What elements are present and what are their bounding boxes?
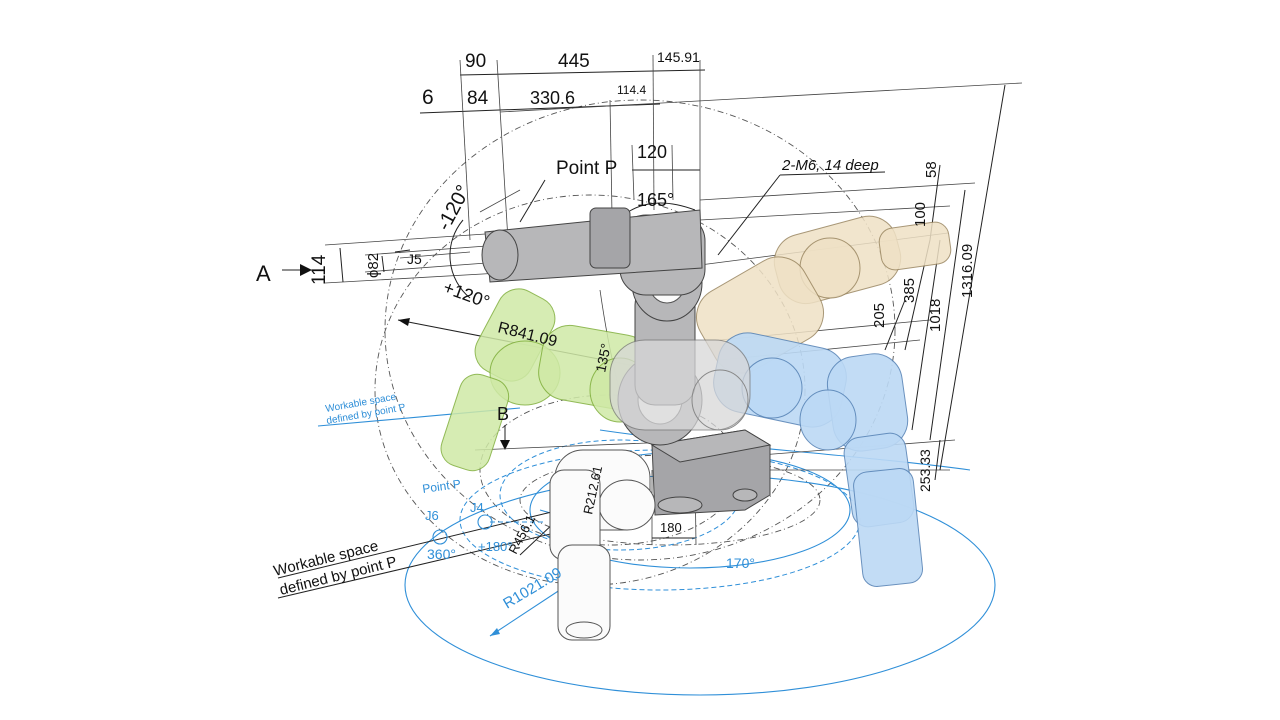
dim-385: 385 bbox=[901, 278, 918, 303]
point-p-label: Point P bbox=[556, 158, 617, 179]
joint-markers bbox=[432, 514, 545, 545]
view-b-label: B bbox=[497, 404, 509, 424]
robot-pose-white bbox=[549, 449, 656, 641]
joint-j5-label: J5 bbox=[407, 251, 422, 267]
angle-165: 165° bbox=[637, 190, 674, 210]
dim-84: 84 bbox=[467, 88, 489, 109]
dim-6: 6 bbox=[422, 86, 434, 109]
radius-456-1: R456.1 bbox=[505, 512, 538, 556]
dim-1018: 1018 bbox=[927, 299, 944, 332]
right-dimension-labels: 58 100 205 385 1018 1316.09 253.33 bbox=[871, 161, 976, 492]
dim-90: 90 bbox=[465, 51, 486, 72]
dim-253-33: 253.33 bbox=[917, 449, 933, 492]
radius-1021-09: R1021.09 bbox=[500, 564, 565, 612]
dim-330-6: 330.6 bbox=[530, 88, 575, 108]
left-dimension-labels: 114 ϕ82 J5 A B bbox=[256, 251, 509, 424]
angle-minus-120: -120° bbox=[433, 182, 475, 235]
angle-170: 170° bbox=[726, 555, 755, 571]
dim-1316-09: 1316.09 bbox=[959, 244, 976, 298]
thread-note: 2-M6, 14 deep bbox=[781, 157, 879, 174]
angle-360: 360° bbox=[427, 546, 456, 562]
dim-114: 114 bbox=[309, 254, 330, 285]
robot-main-gray bbox=[481, 207, 772, 516]
joint-j4-label: J4 bbox=[470, 500, 484, 515]
distance-180: 180 bbox=[660, 520, 682, 535]
dim-145-91: 145.91 bbox=[657, 49, 700, 65]
view-a-label: A bbox=[256, 261, 271, 286]
dim-205: 205 bbox=[871, 303, 888, 328]
dim-58: 58 bbox=[923, 161, 940, 178]
angle-plus-180: +180° bbox=[478, 539, 512, 554]
angle-135: 135° bbox=[592, 342, 614, 374]
top-dimension-labels: 90 445 145.91 6 84 330.6 114.4 120 bbox=[422, 49, 700, 162]
angle-plus-120: +120° bbox=[441, 277, 493, 312]
dim-114-4: 114.4 bbox=[617, 83, 646, 97]
dim-phi-82: ϕ82 bbox=[365, 253, 382, 278]
dim-445: 445 bbox=[558, 51, 590, 72]
dim-120: 120 bbox=[637, 142, 667, 162]
point-p-small-label: Point P bbox=[421, 477, 461, 496]
joint-j6-label: J6 bbox=[425, 508, 439, 523]
dim-100: 100 bbox=[912, 202, 929, 227]
